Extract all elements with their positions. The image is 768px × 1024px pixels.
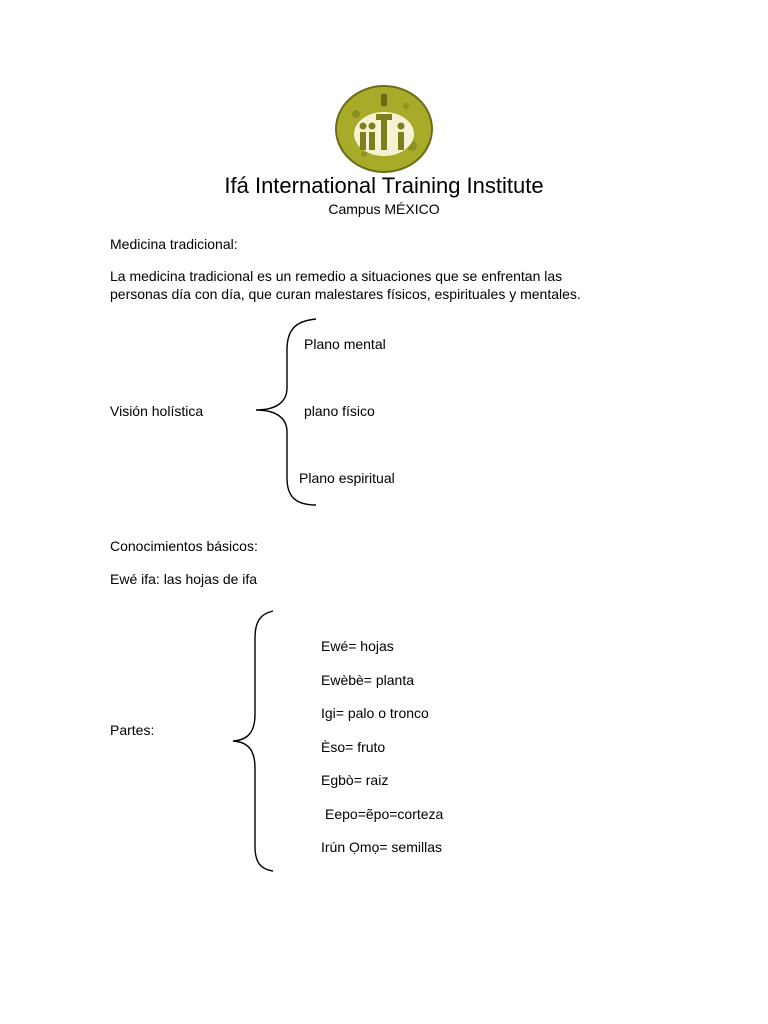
partes-item: Igi= palo o tronco: [321, 705, 429, 721]
paragraph-line-2: personas día con día, que curan malestar…: [110, 286, 581, 302]
partes-label: Partes:: [110, 722, 155, 738]
partes-item: Èso= fruto: [321, 739, 386, 755]
vision-item: Plano mental: [304, 336, 386, 352]
partes-item: Eepo=ẽpo=corteza: [325, 806, 444, 822]
partes-item: Ewèbè= planta: [321, 672, 415, 688]
partes-item: Egbò= raiz: [321, 772, 389, 788]
page-title: Ifá International Training Institute: [224, 173, 544, 198]
vision-item: Plano espiritual: [299, 470, 395, 486]
partes-item: Ewé= hojas: [321, 638, 394, 654]
partes-item: Irún Ọmọ= semillas: [321, 839, 442, 855]
vision-label: Visión holística: [110, 403, 204, 419]
vision-item: plano físico: [304, 403, 375, 419]
section-heading-conocimientos: Conocimientos básicos:: [110, 538, 258, 554]
section-heading-medicina: Medicina tradicional:: [110, 236, 238, 252]
institute-logo: iiTi: [335, 85, 433, 173]
section-subheading-ewe: Ewé ifa: las hojas de ifa: [110, 571, 258, 587]
paragraph-line-1: La medicina tradicional es un remedio a …: [110, 268, 563, 284]
page-subtitle: Campus MÉXICO: [328, 201, 440, 217]
brace-partes: [232, 610, 274, 872]
